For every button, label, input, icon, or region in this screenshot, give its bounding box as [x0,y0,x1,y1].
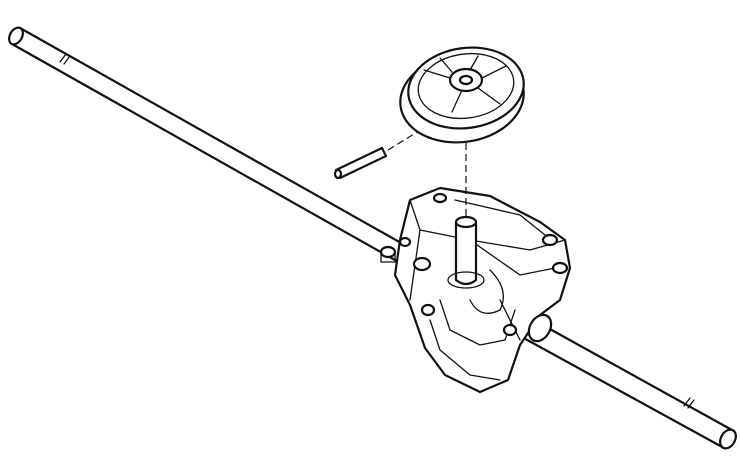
axle-shaft-right [518,316,737,450]
bolt [379,245,397,263]
pulley [399,46,525,144]
axle-shaft-left [8,26,412,266]
gearbox-housing [379,186,572,394]
bolt [398,236,412,248]
bolt [420,303,436,317]
bolt [502,323,518,337]
input-shaft [447,215,485,289]
bolt [432,192,448,204]
pin [333,146,388,180]
bolt [541,233,559,247]
bolt [412,256,432,272]
bolt [551,261,569,275]
